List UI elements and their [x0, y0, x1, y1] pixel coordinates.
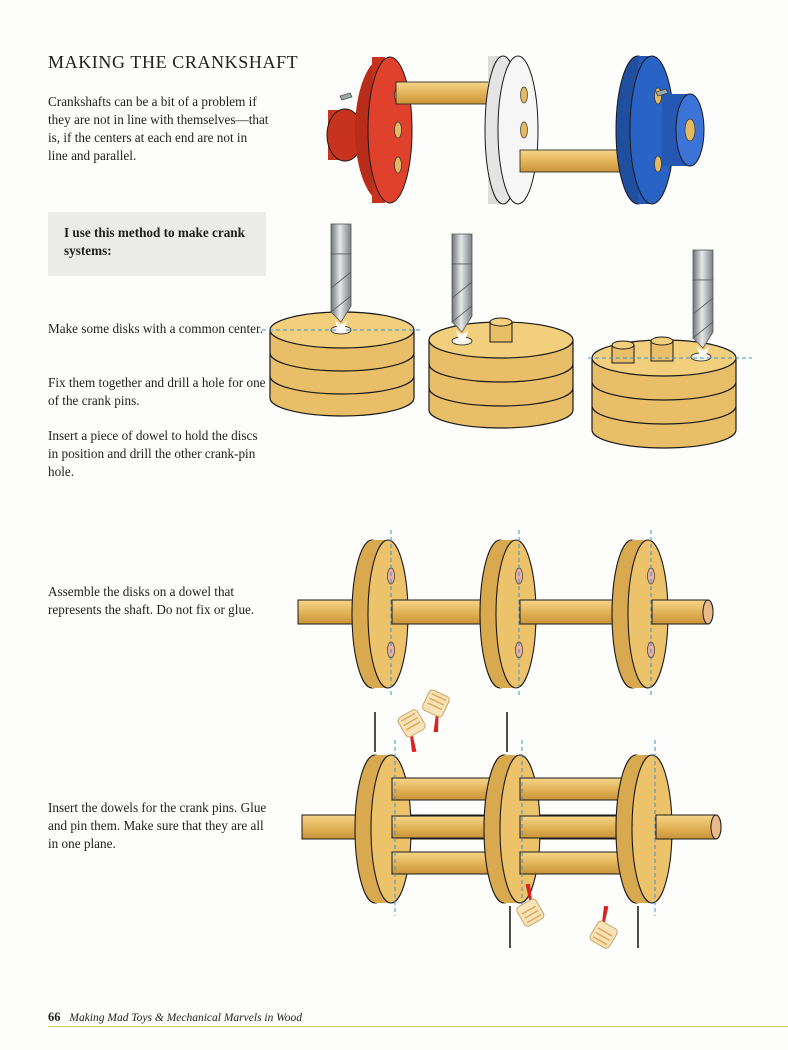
page-number: 66 — [48, 1010, 61, 1024]
glue-bottle-icon — [585, 903, 628, 951]
disk-stack-1 — [262, 223, 420, 417]
callout-text: I use this method to make crank systems: — [64, 225, 245, 258]
drilling-stacks-figure — [262, 223, 752, 449]
glued-crank-pins-figure — [301, 688, 722, 951]
step-1-text: Make some disks with a common center. — [48, 321, 263, 336]
disk-stack-3 — [588, 249, 752, 449]
step-3-text: Insert a piece of dowel to hold the disc… — [48, 428, 258, 479]
page-title: MAKING THE CRANKSHAFT — [48, 52, 299, 72]
method-callout: I use this method to make crank systems: — [48, 212, 266, 276]
colored-crankshaft-figure — [326, 55, 705, 205]
step-2-text: Fix them together and drill a hole for o… — [48, 375, 266, 408]
footer-rule — [48, 1026, 788, 1027]
intro-paragraph: Crankshafts can be a bit of a problem if… — [48, 94, 269, 163]
shaft-assembly-figure — [297, 530, 714, 698]
step-5-text: Insert the dowels for the crank pins. Gl… — [48, 800, 267, 851]
page-footer: 66 Making Mad Toys & Mechanical Marvels … — [48, 1010, 302, 1025]
disk-stack-2 — [428, 233, 574, 429]
step-4-text: Assemble the disks on a dowel that repre… — [48, 584, 255, 617]
glue-bottle-icon — [393, 707, 436, 755]
book-title: Making Mad Toys & Mechanical Marvels in … — [69, 1012, 303, 1024]
